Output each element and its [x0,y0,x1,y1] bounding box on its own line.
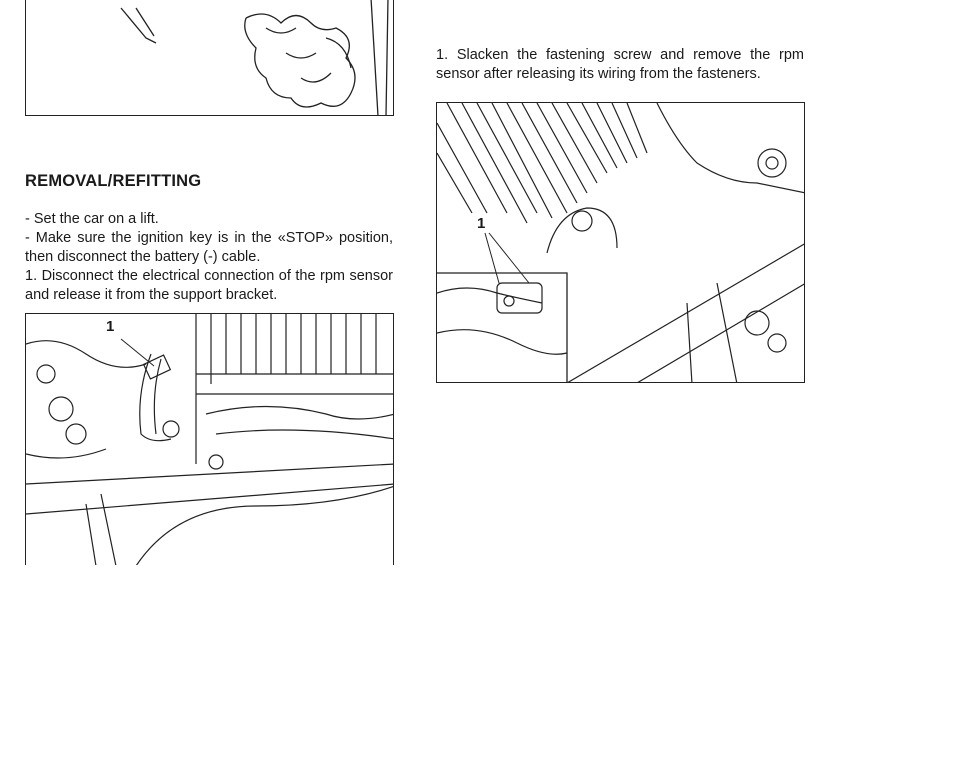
step-slacken-screw: 1. Slacken the fastening screw and remov… [436,47,804,82]
step-lift: - Set the car on a lift. [25,211,159,227]
step-ignition: - Make sure the ignition key is in the «… [25,230,393,265]
figure-callout-1: 1 [477,215,486,232]
step-disconnect: 1. Disconnect the electrical connection … [25,268,393,303]
figure-sensor-removal: 1 [436,102,805,383]
figure-top-partial [25,0,394,116]
section-heading: REMOVAL/REFITTING [25,172,202,190]
figure-sensor-connection: 1 [25,313,394,565]
figure-callout-1: 1 [106,318,115,335]
